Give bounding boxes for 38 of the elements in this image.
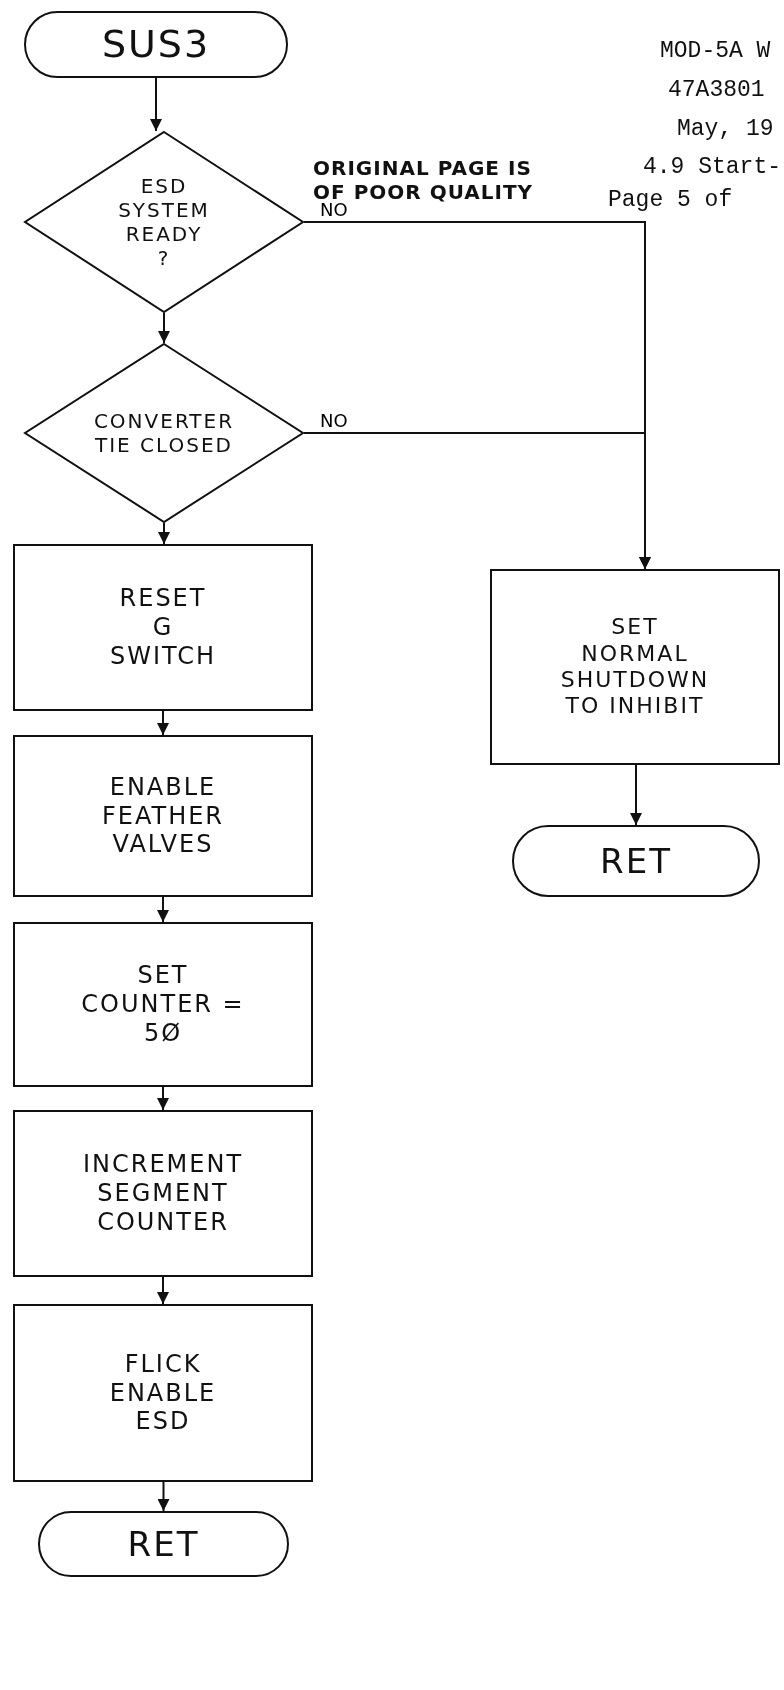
step-text: SET NORMAL SHUTDOWN TO INHIBIT bbox=[560, 614, 710, 720]
step-text: FLICK ENABLE ESD bbox=[109, 1349, 217, 1437]
step-text: INCREMENT SEGMENT COUNTER bbox=[82, 1150, 244, 1237]
stamp-text: ORIGINAL PAGE IS bbox=[313, 158, 532, 178]
step-text: ENABLE FEATHER VALVES bbox=[101, 772, 225, 860]
arrow bbox=[158, 312, 170, 344]
process-box bbox=[13, 544, 313, 711]
header-text: Page 5 of bbox=[608, 189, 733, 212]
step-text: SET COUNTER = 5Ø bbox=[80, 961, 246, 1048]
arrow bbox=[150, 77, 162, 132]
arrow bbox=[303, 432, 651, 570]
header-text: 47A3801 bbox=[668, 79, 765, 102]
arrow bbox=[157, 1276, 169, 1305]
arrow bbox=[157, 1481, 170, 1512]
step-text: RET bbox=[600, 840, 672, 882]
process-box bbox=[13, 735, 313, 897]
step-text: RET bbox=[127, 1523, 200, 1565]
edge-label: NO bbox=[318, 201, 350, 219]
step-text: SUS3 bbox=[101, 21, 211, 68]
process-box bbox=[13, 1304, 313, 1482]
header-text: 4.9 Start- bbox=[643, 156, 782, 179]
decision-diamond bbox=[24, 343, 304, 523]
header-text: May, 19 bbox=[677, 118, 774, 141]
arrow bbox=[630, 764, 642, 826]
step-text: RESET G SWITCH bbox=[109, 584, 217, 671]
edge-label: NO bbox=[318, 412, 350, 430]
process-box bbox=[13, 922, 313, 1087]
process-box bbox=[490, 569, 780, 765]
step-text: CONVERTER TIE CLOSED bbox=[93, 409, 235, 457]
arrow bbox=[157, 896, 169, 923]
arrow bbox=[157, 1086, 169, 1111]
header-text: MOD-5A W bbox=[660, 40, 771, 63]
step-text: ESD SYSTEM READY ? bbox=[118, 174, 210, 270]
arrow bbox=[158, 522, 170, 545]
process-box bbox=[13, 1110, 313, 1277]
arrow bbox=[157, 710, 169, 736]
stamp-text: OF POOR QUALITY bbox=[313, 182, 534, 202]
decision-diamond bbox=[24, 131, 304, 313]
